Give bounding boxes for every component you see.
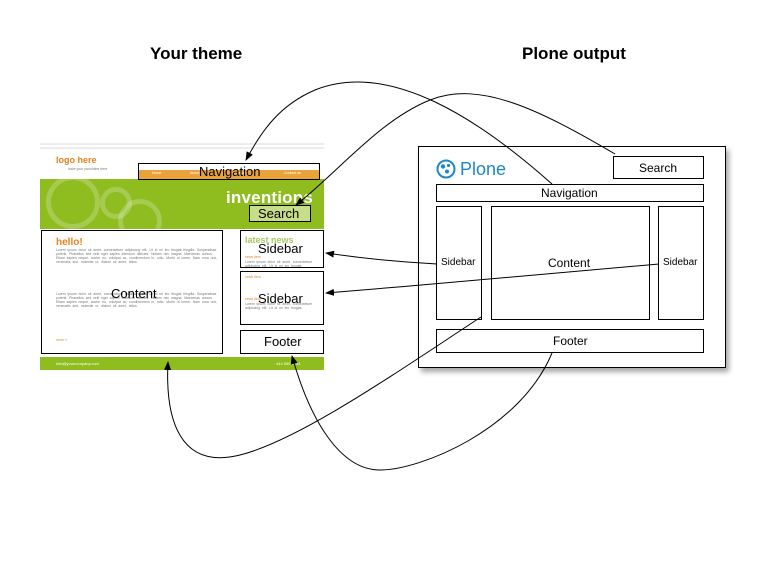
theme-logo: logo here	[56, 155, 97, 165]
theme-navigation-region	[138, 163, 320, 180]
theme-nav-tab: Home	[152, 171, 162, 175]
theme-news-text: Lorem ipsum dolor sit amet, consectetuer…	[245, 260, 313, 268]
theme-footer-phone: 444 555 1234	[276, 361, 301, 366]
theme-news-text: Lorem ipsum dolor sit amet, consectetuer…	[245, 302, 313, 310]
theme-news-item: news item	[245, 275, 261, 279]
plone-search-box	[613, 156, 704, 179]
plone-footer-label: Footer	[553, 334, 588, 348]
plone-navigation-box	[436, 184, 704, 202]
theme-hello-heading: hello!	[56, 237, 83, 248]
plone-sidebar-right-box	[658, 206, 704, 320]
plone-output-heading: Plone output	[522, 44, 626, 63]
theme-nav-tab: Products	[234, 171, 248, 175]
plone-content-box	[491, 206, 650, 320]
plone-sidebar-right-label: Sidebar	[663, 257, 698, 268]
banner-circle	[118, 199, 162, 229]
theme-sidebar-bottom-region	[240, 271, 324, 325]
theme-banner-title: inventions	[226, 188, 314, 207]
arrow-sidebar-right	[325, 263, 660, 296]
theme-content-label: Content	[111, 286, 157, 301]
theme-tagline: have your punchline here	[68, 167, 108, 171]
theme-more-link: more »	[56, 338, 67, 342]
plone-content-label: Content	[548, 256, 591, 270]
plone-sidebar-left-box	[436, 206, 482, 320]
theme-top-stripe-2	[40, 147, 324, 149]
plone-footer-box	[436, 329, 704, 353]
theme-latest-news: latest news	[245, 235, 294, 245]
theme-sidebar-top-region	[240, 230, 324, 268]
theme-content-region	[41, 230, 223, 354]
your-theme-heading: Your theme	[150, 44, 243, 63]
plone-sidebar-left-label: Sidebar	[441, 257, 476, 268]
plone-search-label: Search	[639, 161, 678, 175]
theme-body-text: Lorem ipsum dolor sit amet, consectetuer…	[56, 292, 218, 308]
theme-news-item: news item	[245, 297, 261, 301]
arrow-sidebar-left	[325, 250, 438, 265]
theme-nav-tab: Contact us	[284, 171, 301, 175]
theme-nav-tabs: Home About Products Contact us	[138, 170, 320, 179]
theme-footer-region	[240, 330, 324, 354]
theme-top-stripe	[40, 143, 324, 145]
arrow-search	[295, 93, 616, 206]
plone-logo-text: Plone	[460, 159, 507, 179]
theme-sidebar-top-label: Sidebar	[258, 241, 303, 256]
banner-circle	[46, 179, 100, 229]
theme-news-item: news item	[245, 255, 261, 259]
theme-footer-band	[40, 357, 324, 370]
theme-mockup: logo here have your punchline here Home …	[40, 143, 324, 370]
theme-footer-label: Footer	[264, 334, 302, 349]
theme-body-text: Lorem ipsum dolor sit amet, consectetuer…	[56, 248, 218, 264]
theme-footer-email: info@yourcompany.com	[56, 361, 99, 366]
theme-search-label: Search	[258, 206, 300, 221]
theme-sidebar-bottom-label: Sidebar	[258, 291, 303, 306]
plone-logo-icon	[436, 159, 456, 179]
arrow-content	[164, 316, 482, 459]
arrow-footer	[290, 352, 553, 471]
theme-search-region	[249, 205, 311, 222]
theme-navigation-label: Navigation	[199, 164, 261, 179]
theme-nav-tab: About	[190, 171, 200, 175]
plone-navigation-label: Navigation	[541, 186, 598, 200]
arrow-navigation	[245, 81, 553, 185]
